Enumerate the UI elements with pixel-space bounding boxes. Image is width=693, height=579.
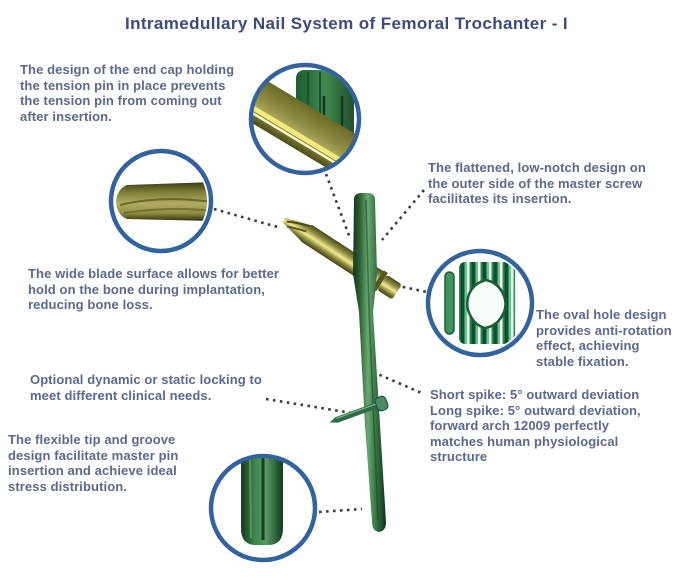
screw-flute-groove <box>286 220 312 228</box>
intramedullary-nail <box>353 193 386 532</box>
locking-screw <box>329 395 389 423</box>
tension-pin-shaft <box>253 69 357 171</box>
annotation-wide-blade: The wide blade surface allows for better… <box>28 266 280 312</box>
master-screw-collar <box>371 270 388 292</box>
tip-highlight <box>249 458 252 539</box>
page-title: Intramedullary Nail System of Femoral Tr… <box>124 14 569 33</box>
oval-hole-shape <box>465 278 507 330</box>
leader-line-endcap-to-nail <box>324 173 352 239</box>
leader-line-text-to-nail-top <box>381 189 425 241</box>
annotation-master-screw: The flattened, low-notch design on the o… <box>428 160 646 206</box>
master-screw-head <box>378 275 401 299</box>
master-screw <box>283 217 401 299</box>
annotation-spike-angles: Short spike: 5° outward deviation Long s… <box>430 387 641 464</box>
locking-screw-highlight <box>336 403 378 419</box>
leader-lines <box>213 173 428 514</box>
leader-line-tipcircle-to-nail <box>318 507 363 514</box>
annotation-flexible-tip: The flexible tip and groove design facil… <box>8 432 179 494</box>
oval-hole-detail-callout <box>425 248 535 358</box>
blade-detail-callout <box>108 148 214 254</box>
annotation-end-cap: The design of the end cap holding the te… <box>20 62 235 124</box>
blade-streak <box>123 207 207 214</box>
nail-center-groove <box>365 199 379 521</box>
end-cap-detail-callout <box>248 62 362 176</box>
blade-streak <box>119 198 207 206</box>
annotation-locking-options: Optional dynamic or static locking to me… <box>30 372 262 403</box>
side-bar-shape <box>444 271 455 335</box>
leader-line-blade-to-screw <box>213 207 282 230</box>
leader-line-nail-to-spike-text <box>372 370 425 396</box>
leader-line-text-to-locking-screw <box>265 397 353 415</box>
locking-screw-head <box>374 395 389 412</box>
flexible-tip-detail-callout <box>208 453 318 563</box>
annotation-oval-hole: The oval hole design provides anti-rotat… <box>536 307 672 369</box>
